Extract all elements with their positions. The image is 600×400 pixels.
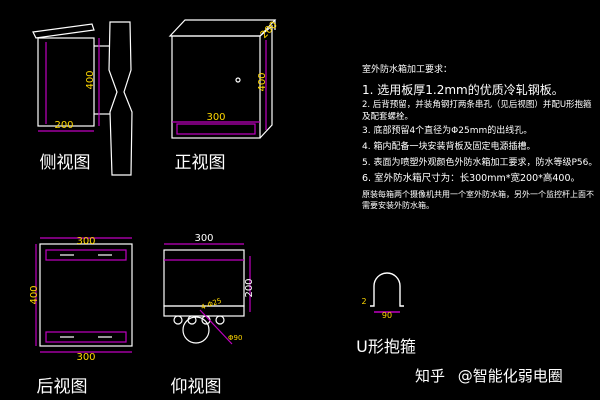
side-view (32, 21, 133, 176)
u-bracket-title: U形抱箍 (356, 337, 416, 356)
note-item: 原装每箱两个摄像机共用一个室外防水箱，另外一个监控杆上面不需要安装外防水箱。 (362, 190, 594, 210)
back-angle-iron-bottom (45, 331, 127, 343)
watermark-author: @智能化弱电圈 (457, 367, 563, 385)
notes-heading: 室外防水箱加工要求： (362, 65, 453, 75)
bottom-view-title: 仰视图 (171, 377, 222, 397)
note-item: 3. 底部预留4个直径为Φ25mm的出线孔。 (362, 126, 533, 136)
u-bracket (370, 272, 404, 313)
u-leg-dim: 2 (361, 297, 366, 306)
note-item: 4. 箱内配备一块安装背板及固定电源插槽。 (362, 142, 536, 152)
back-view (35, 237, 133, 353)
front-width-dim: 300 (206, 112, 225, 123)
note-item: 1. 选用板厚1.2mm的优质冷轧钢板。 (362, 83, 564, 97)
front-lock-icon (235, 77, 241, 83)
side-width-dim: 200 (54, 120, 73, 131)
back-view-title: 后视图 (37, 377, 88, 397)
back-angle-iron-top (45, 249, 127, 261)
front-depth-dim: 200 (259, 20, 280, 41)
back-width-dim-top: 300 (76, 236, 95, 247)
note-item: 5. 表面为喷塑外观颜色外防水箱加工要求，防水等级P56。 (362, 158, 598, 168)
pole (108, 21, 133, 176)
side-view-roof (32, 23, 95, 39)
front-side-face (259, 24, 273, 139)
front-view-title: 正视图 (175, 153, 226, 173)
pole-section (182, 316, 210, 344)
processing-notes: 室外防水箱加工要求： 1. 选用板厚1.2mm的优质冷轧钢板。 2. 后背预留，… (362, 62, 598, 211)
hole-dim-a: 4-Φ25 (200, 297, 223, 312)
bottom-view-box (163, 249, 245, 307)
back-height-dim: 400 (29, 285, 40, 304)
front-bottom-plate (176, 123, 256, 135)
back-view-box (39, 243, 133, 347)
watermark: 知乎 @智能化弱电圈 (415, 365, 571, 386)
side-height-dim: 400 (85, 70, 96, 89)
u-width-dim: 90 (382, 311, 392, 320)
back-width-dim-bottom: 300 (76, 352, 95, 363)
u-bracket-shape (370, 272, 404, 307)
hole-leader-line (199, 309, 233, 345)
side-view-box (37, 37, 95, 127)
front-view-box (171, 35, 261, 139)
cable-hole-4 (215, 315, 225, 325)
bottom-view (163, 243, 251, 345)
front-height-dim: 400 (257, 72, 268, 91)
cable-hole-1 (173, 315, 183, 325)
note-item: 6. 室外防水箱尺寸为：长300mm*宽200*高400。 (362, 173, 580, 184)
bottom-depth-dim: 200 (244, 278, 255, 297)
hole-dim-b: Φ90 (228, 334, 242, 342)
bottom-width-dim: 300 (194, 233, 213, 244)
front-view (168, 19, 277, 139)
note-item: 2. 后背预留，并装角钢打两条串孔（见后视图）并配U形抱箍及配套螺栓。 (362, 100, 592, 122)
side-view-title: 侧视图 (40, 153, 91, 173)
watermark-brand: 知乎 (415, 367, 446, 385)
